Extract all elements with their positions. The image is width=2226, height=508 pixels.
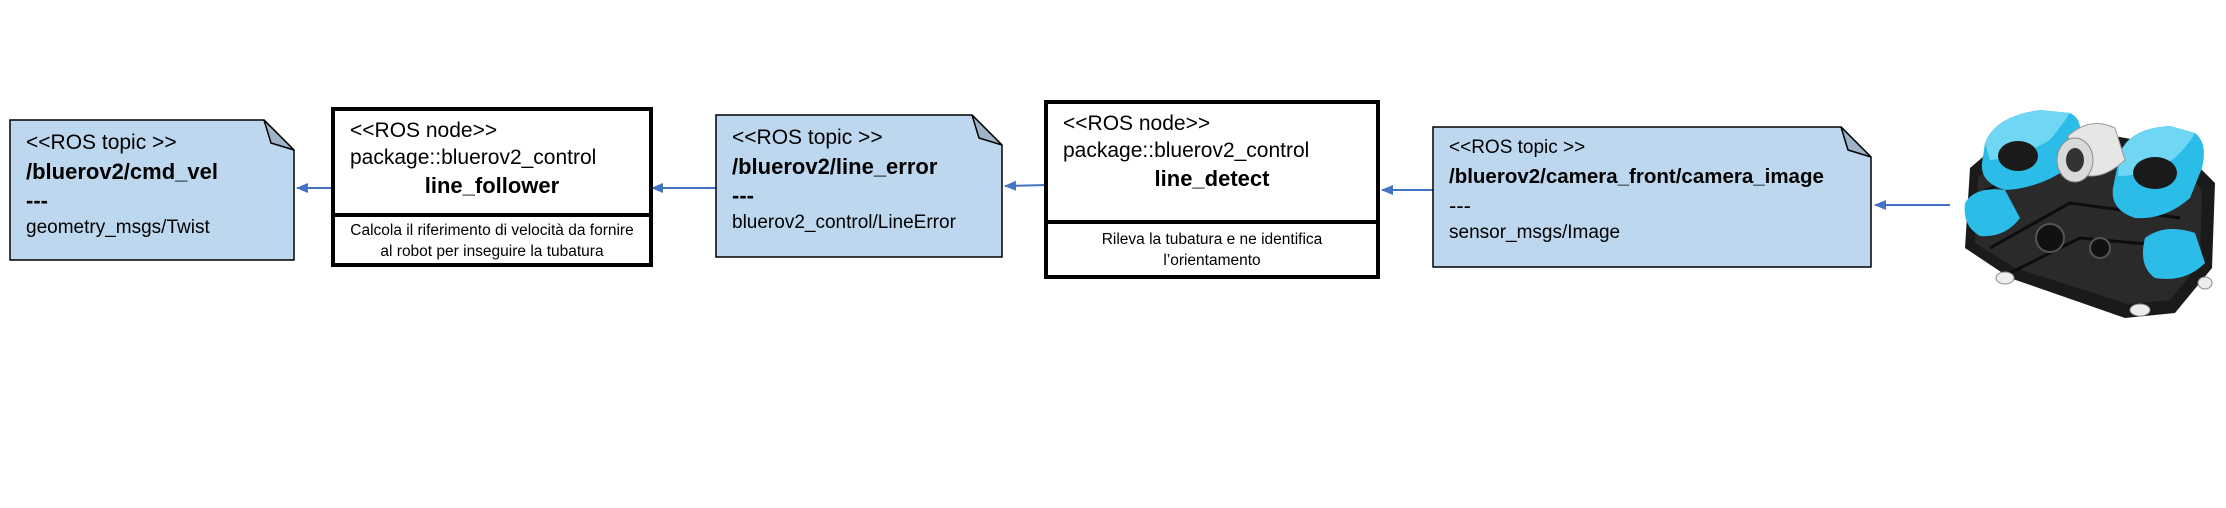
topic-separator: --- — [26, 188, 48, 213]
topic-name: /bluerov2/line_error — [732, 154, 938, 179]
topic-stereotype: <<ROS topic >> — [1449, 137, 1586, 158]
node-name: line_detect — [1154, 166, 1270, 191]
topic-stereotype: <<ROS topic >> — [732, 126, 883, 149]
node-description-line-1: Rileva la tubatura e ne identifica — [1101, 231, 1323, 248]
topic-camera-image: <<ROS topic >> /bluerov2/camera_front/ca… — [1432, 126, 1872, 268]
node-description-line-2: l’orientamento — [1163, 252, 1261, 269]
arrow-line-detect-to-line-error — [1004, 180, 1048, 191]
topic-cmd-vel: <<ROS topic >> /bluerov2/cmd_vel --- geo… — [9, 119, 295, 261]
bluerov2-robot-icon — [1964, 110, 2215, 318]
node-stereotype: <<ROS node>> — [1063, 112, 1211, 135]
node-description-line-1: Calcola il riferimento di velocità da fo… — [350, 222, 634, 239]
node-package: package::bluerov2_control — [350, 146, 597, 169]
topic-stereotype: <<ROS topic >> — [26, 131, 177, 154]
topic-line-error: <<ROS topic >> /bluerov2/line_error --- … — [715, 114, 1003, 258]
topic-type: geometry_msgs/Twist — [26, 217, 210, 238]
node-name: line_follower — [424, 173, 560, 198]
topic-name: /bluerov2/camera_front/camera_image — [1449, 165, 1824, 188]
topic-separator: --- — [1449, 193, 1471, 218]
topic-type: sensor_msgs/Image — [1449, 222, 1621, 243]
node-stereotype: <<ROS node>> — [350, 119, 498, 142]
note-shape-icon — [1432, 126, 1872, 268]
node-line-follower: <<ROS node>> package::bluerov2_control l… — [331, 107, 653, 267]
note-shape-icon — [715, 114, 1003, 258]
topic-type: bluerov2_control/LineError — [732, 212, 956, 233]
node-package: package::bluerov2_control — [1063, 139, 1310, 162]
node-line-detect: <<ROS node>> package::bluerov2_control l… — [1044, 100, 1380, 279]
topic-separator: --- — [732, 183, 754, 208]
note-shape-icon — [9, 119, 295, 261]
node-description-line-2: al robot per inseguire la tubatura — [380, 243, 604, 260]
topic-name: /bluerov2/cmd_vel — [26, 159, 218, 184]
